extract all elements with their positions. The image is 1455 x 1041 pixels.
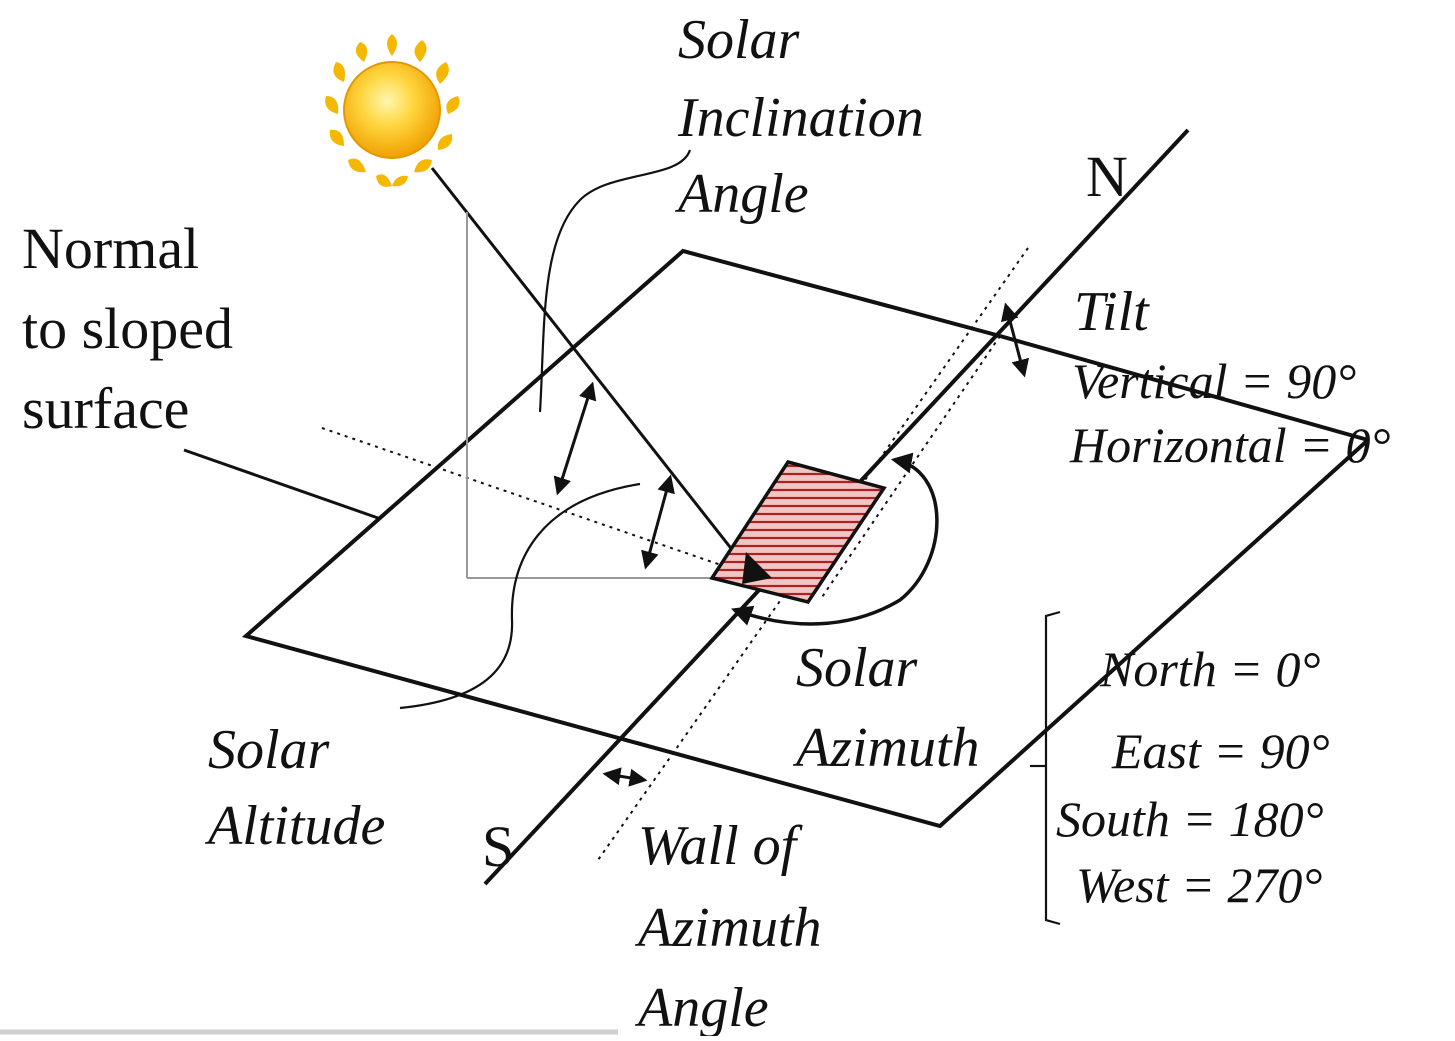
wall-azimuth-label-3: Angle xyxy=(634,977,769,1036)
sun-icon xyxy=(325,34,460,187)
altitude-leader xyxy=(399,482,641,710)
normal-dotted xyxy=(321,427,751,576)
wall-azimuth-label-2: Azimuth xyxy=(634,897,822,959)
solar-azimuth-label-2: Azimuth xyxy=(792,717,980,779)
tilt-arrow xyxy=(1000,302,1030,378)
normal-label-3: surface xyxy=(22,376,189,441)
north-label: N xyxy=(1086,144,1128,209)
normal-label-2: to sloped xyxy=(22,296,233,361)
sun-ray xyxy=(430,167,754,576)
incidence-arrow xyxy=(742,552,772,584)
azimuth-east-value: East = 90° xyxy=(1111,723,1330,779)
tilt-horizontal-label: Horizontal = 0° xyxy=(1069,417,1390,473)
inclination-leader xyxy=(538,149,692,413)
south-label: S xyxy=(482,814,514,879)
azimuth-bracket xyxy=(1044,610,1061,926)
solar-inclination-label-1: Solar xyxy=(678,9,800,71)
altitude-arrow xyxy=(641,474,675,570)
solar-azimuth-label-1: Solar xyxy=(796,637,918,699)
solar-panel xyxy=(709,459,887,604)
normal-label-1: Normal xyxy=(22,216,199,281)
wall-azimuth-arrow xyxy=(602,767,648,787)
wall-azimuth-label-1: Wall of xyxy=(638,815,804,877)
sloped-surface-plane xyxy=(241,248,1370,829)
panel-edge-dotted xyxy=(819,335,1001,601)
tilt-label: Tilt xyxy=(1074,281,1150,343)
azimuth-west-value: West = 270° xyxy=(1076,857,1322,913)
solar-azimuth-arc xyxy=(731,452,939,626)
tilt-vertical-label: Vertical = 90° xyxy=(1072,353,1356,409)
azimuth-south-value: South = 180° xyxy=(1056,791,1324,847)
solar-altitude-label-1: Solar xyxy=(208,719,330,781)
normal-line xyxy=(183,448,379,520)
inclination-arrow xyxy=(553,381,597,496)
azimuth-north-value: North = 0° xyxy=(1099,641,1320,697)
solar-inclination-label-2: Inclination xyxy=(677,87,924,149)
solar-altitude-label-2: Altitude xyxy=(204,795,385,857)
solar-inclination-label-3: Angle xyxy=(674,163,809,225)
